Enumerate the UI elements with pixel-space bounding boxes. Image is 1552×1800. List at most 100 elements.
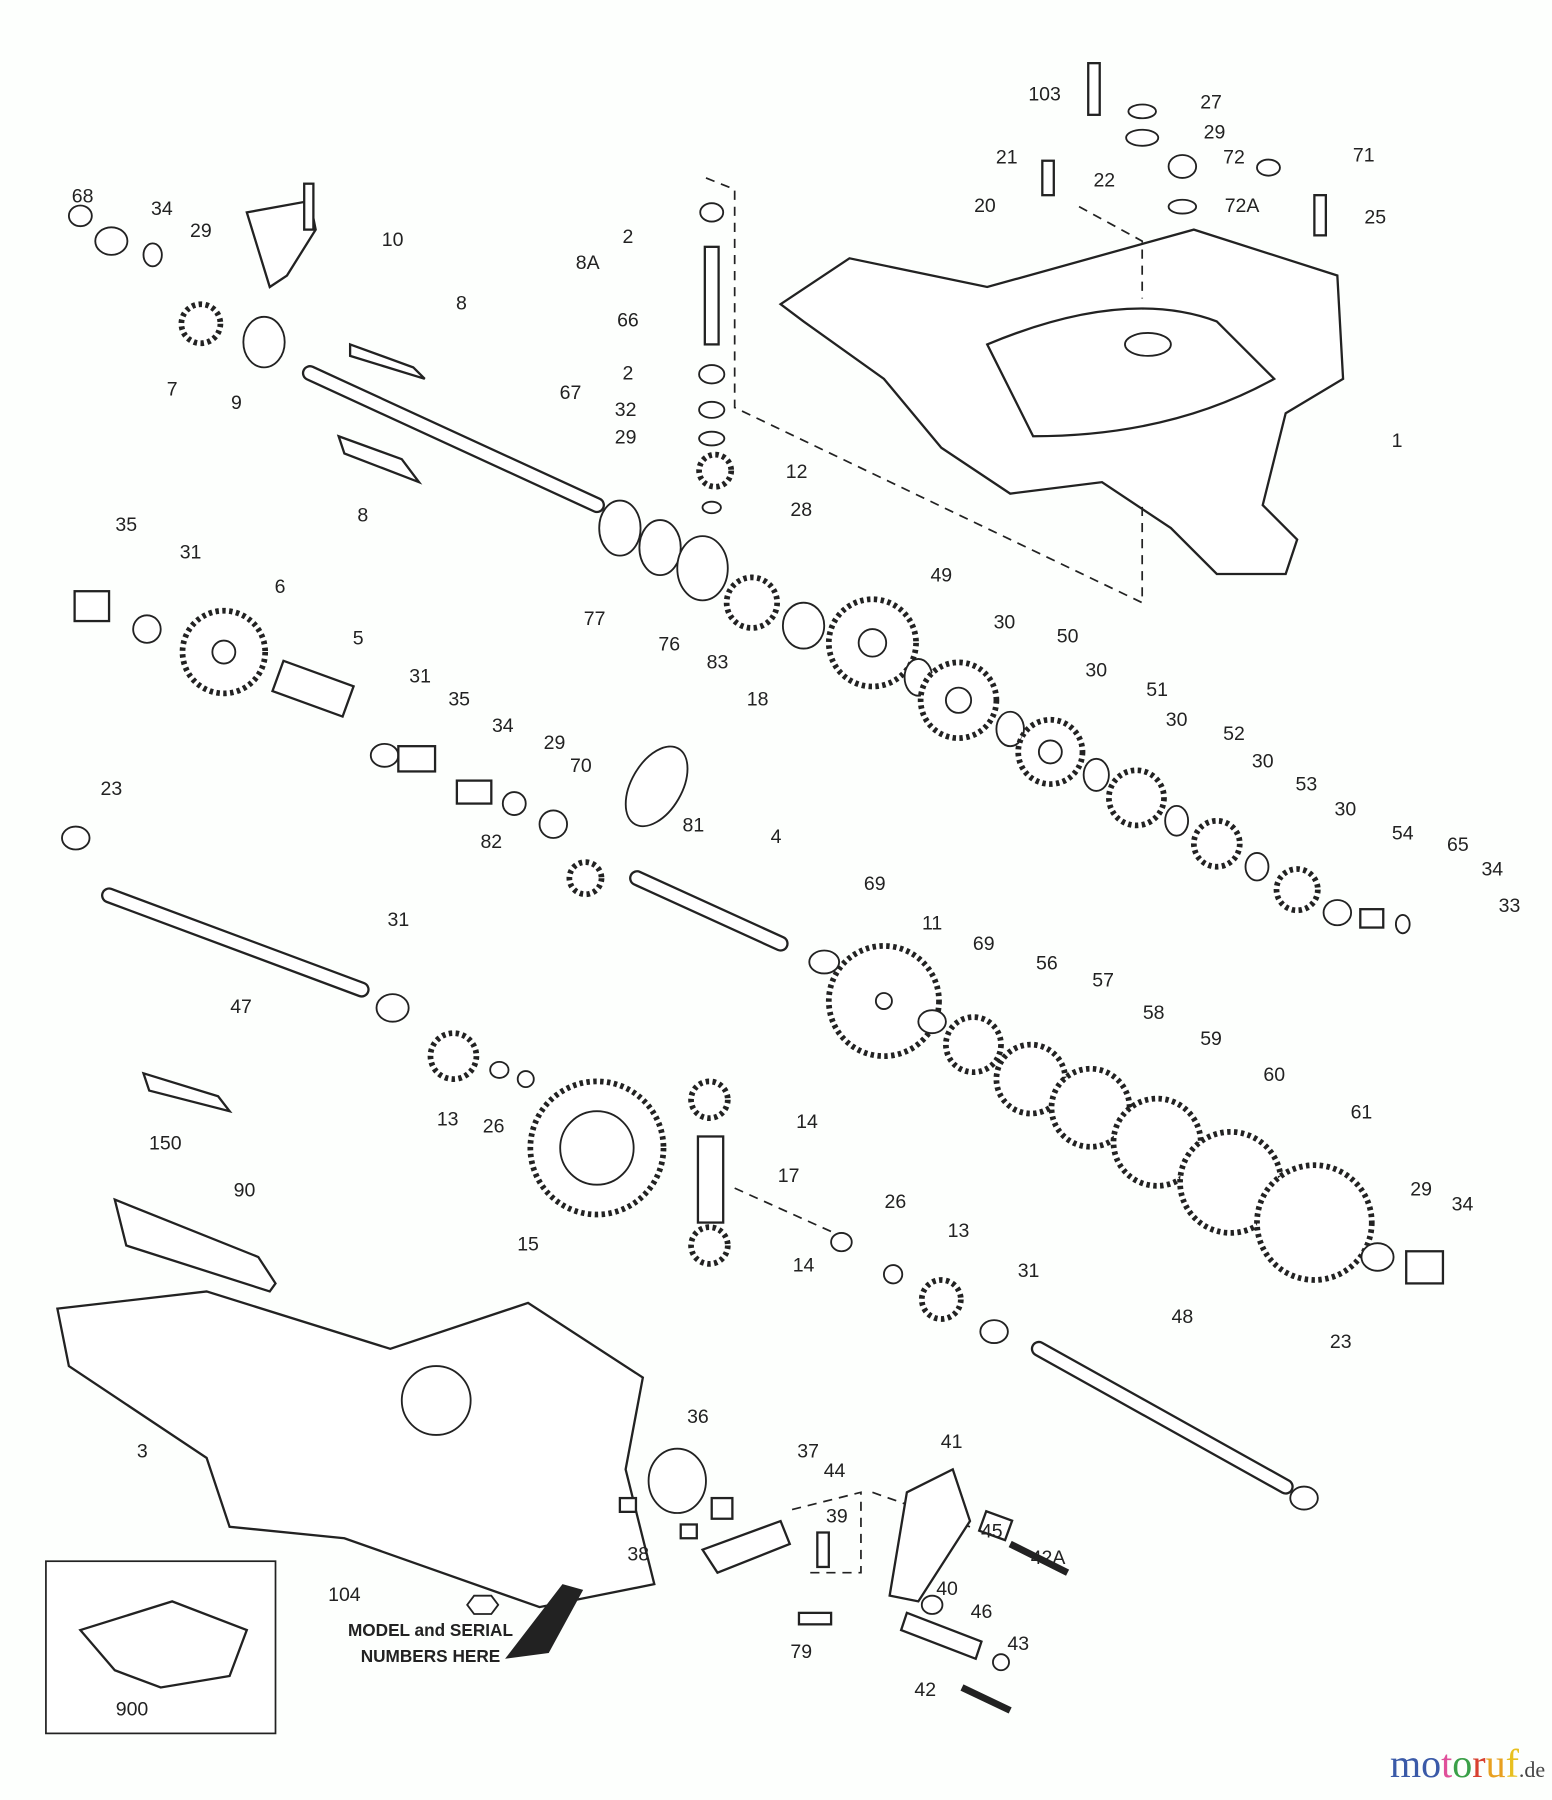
callout-68: 68	[72, 186, 94, 208]
callout-35: 35	[448, 688, 470, 710]
bracket-part-41	[888, 1467, 972, 1603]
logo-letter: o	[1421, 1741, 1442, 1786]
callout-7: 7	[167, 378, 178, 400]
callout-56: 56	[1036, 952, 1058, 974]
callout-30: 30	[994, 612, 1016, 634]
callout-31: 31	[180, 541, 202, 563]
model-serial-note-line2: NUMBERS HERE	[361, 1646, 501, 1666]
logo-letter: f	[1505, 1741, 1519, 1786]
callout-5: 5	[353, 628, 364, 650]
callout-30: 30	[1085, 660, 1107, 682]
callout-38: 38	[627, 1544, 649, 1566]
callout-13: 13	[948, 1220, 970, 1242]
watermark-logo: motoruf.de	[1390, 1740, 1545, 1787]
callout-14: 14	[796, 1111, 818, 1133]
callout-21: 21	[996, 147, 1018, 169]
callout-66: 66	[617, 310, 639, 332]
callout-81: 81	[682, 815, 704, 837]
callout-41: 41	[941, 1431, 963, 1453]
callout-31: 31	[1018, 1260, 1040, 1282]
callout-4: 4	[771, 826, 782, 848]
callout-2: 2	[622, 226, 633, 248]
callout-51: 51	[1146, 679, 1168, 701]
callout-20: 20	[974, 195, 996, 217]
logo-tld: .de	[1518, 1757, 1546, 1782]
callout-26: 26	[483, 1115, 505, 1137]
callout-30: 30	[1166, 709, 1188, 731]
callout-61: 61	[1351, 1102, 1373, 1124]
callout-34: 34	[1481, 858, 1503, 880]
callout-30: 30	[1335, 799, 1357, 821]
bolt-icon	[1087, 62, 1101, 116]
callout-47: 47	[230, 996, 252, 1018]
callout-36: 36	[687, 1406, 709, 1428]
callout-12: 12	[786, 461, 808, 483]
sealant-tube-part-90	[113, 1197, 277, 1293]
callout-23: 23	[100, 778, 122, 800]
callout-50: 50	[1057, 625, 1079, 647]
callout-34: 34	[492, 715, 514, 737]
callout-103: 103	[1028, 83, 1061, 105]
callout-37: 37	[797, 1440, 819, 1462]
callout-35: 35	[115, 514, 137, 536]
shift-lever-part-10	[245, 199, 317, 289]
logo-letter: r	[1472, 1741, 1486, 1786]
callout-31: 31	[387, 909, 409, 931]
callout-3: 3	[137, 1440, 148, 1462]
callout-29: 29	[615, 427, 637, 449]
callout-18: 18	[747, 688, 769, 710]
callout-90: 90	[234, 1180, 256, 1202]
callout-2: 2	[622, 362, 633, 384]
callout-58: 58	[1143, 1002, 1165, 1024]
callout-67: 67	[560, 382, 582, 404]
callout-52: 52	[1223, 723, 1245, 745]
callout-57: 57	[1092, 970, 1114, 992]
upper-housing-part-1	[778, 228, 1345, 576]
callout-65: 65	[1447, 834, 1469, 856]
callout-72a: 72A	[1225, 195, 1260, 217]
callout-76: 76	[658, 633, 680, 655]
callout-13: 13	[437, 1109, 459, 1131]
callout-82: 82	[480, 831, 502, 853]
gear-stack	[825, 596, 1411, 935]
callout-77: 77	[584, 608, 606, 630]
callout-83: 83	[707, 652, 729, 674]
lower-housing-part-3	[56, 1290, 656, 1609]
callout-28: 28	[790, 499, 812, 521]
callout-60: 60	[1263, 1064, 1285, 1086]
callout-49: 49	[930, 564, 952, 586]
callout-900: 900	[116, 1699, 149, 1721]
callout-17: 17	[778, 1165, 800, 1187]
callout-72: 72	[1223, 147, 1245, 169]
callout-69: 69	[864, 873, 886, 895]
callout-11: 11	[922, 912, 942, 934]
callout-48: 48	[1172, 1306, 1194, 1328]
logo-letter: o	[1452, 1741, 1473, 1786]
callout-79: 79	[790, 1641, 812, 1663]
callout-22: 22	[1093, 170, 1115, 192]
logo-letter: m	[1390, 1741, 1422, 1786]
callout-29: 29	[544, 732, 566, 754]
callout-42: 42	[914, 1679, 936, 1701]
logo-letter: t	[1441, 1741, 1453, 1786]
callout-43: 43	[1007, 1633, 1029, 1655]
callout-23: 23	[1330, 1331, 1352, 1353]
callout-34: 34	[151, 198, 173, 220]
callout-69: 69	[973, 933, 995, 955]
callout-46: 46	[971, 1601, 993, 1623]
callout-59: 59	[1200, 1028, 1222, 1050]
callout-8: 8	[456, 292, 467, 314]
callout-1: 1	[1392, 430, 1403, 452]
callout-70: 70	[570, 755, 592, 777]
callout-53: 53	[1295, 773, 1317, 795]
callout-33: 33	[1499, 895, 1521, 917]
callout-27: 27	[1200, 91, 1222, 113]
callout-104: 104	[328, 1584, 361, 1606]
callout-9: 9	[231, 392, 242, 414]
callout-44: 44	[824, 1460, 846, 1482]
nut-icon	[466, 1594, 500, 1615]
callout-39: 39	[826, 1506, 848, 1528]
callout-10: 10	[382, 229, 404, 251]
